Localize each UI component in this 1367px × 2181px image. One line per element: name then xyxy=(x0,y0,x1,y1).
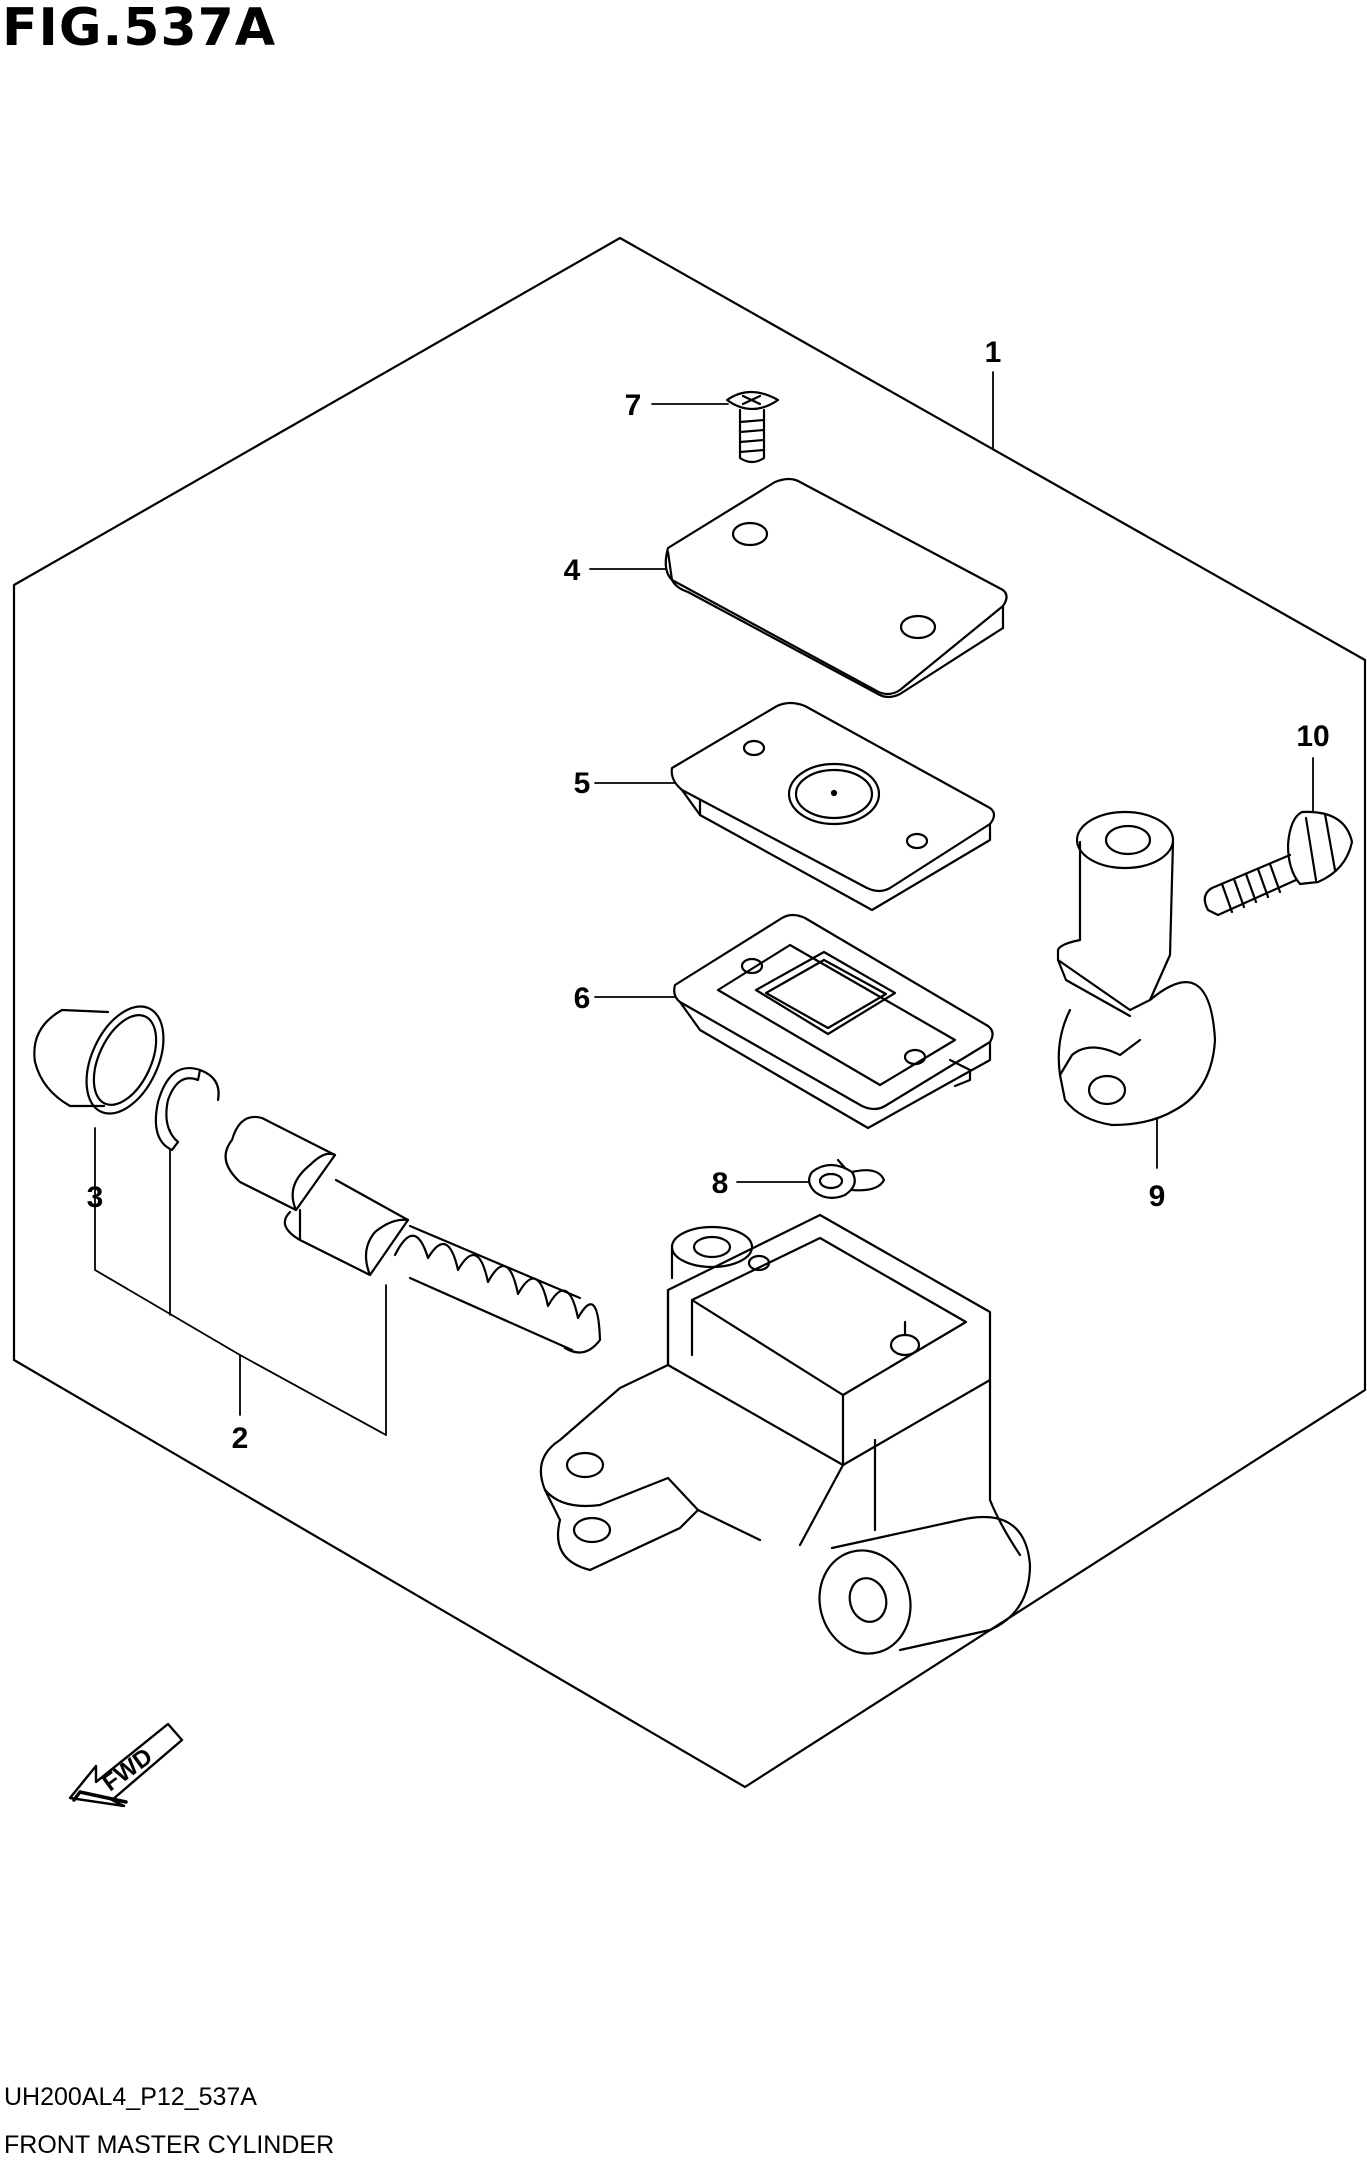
callout-8: 8 xyxy=(712,1167,729,1200)
model-code: UH200AL4_P12_537A xyxy=(4,2083,257,2111)
gasket-part-6 xyxy=(673,913,994,1130)
callout-10: 10 xyxy=(1296,720,1329,753)
callout-3: 3 xyxy=(87,1181,104,1214)
leader-lines xyxy=(94,371,1314,1436)
clamp-bracket-part-9 xyxy=(1056,810,1217,1127)
callout-4: 4 xyxy=(564,554,581,587)
figure-title: FIG.537A xyxy=(2,0,277,58)
reservoir-cap-part-4 xyxy=(664,477,1008,699)
diaphragm-plate-part-5 xyxy=(670,701,996,912)
piston-part-2 xyxy=(224,1115,602,1354)
callout-5: 5 xyxy=(574,767,591,800)
assembly-outline xyxy=(12,236,1367,1789)
callout-6: 6 xyxy=(574,982,591,1015)
bolt-part-10 xyxy=(1203,810,1354,917)
callout-9: 9 xyxy=(1149,1180,1166,1213)
figure-name: FRONT MASTER CYLINDER xyxy=(4,2131,335,2159)
small-bolt-part-8 xyxy=(808,1158,886,1199)
callout-2: 2 xyxy=(232,1422,249,1455)
fwd-arrow-icon xyxy=(68,1722,184,1808)
master-cylinder-body xyxy=(539,1213,1032,1655)
boot-part-3 xyxy=(33,1005,165,1115)
callout-7: 7 xyxy=(625,389,642,422)
circlip xyxy=(154,1067,220,1152)
callout-1: 1 xyxy=(985,336,1002,369)
screw-part-7 xyxy=(725,390,780,464)
